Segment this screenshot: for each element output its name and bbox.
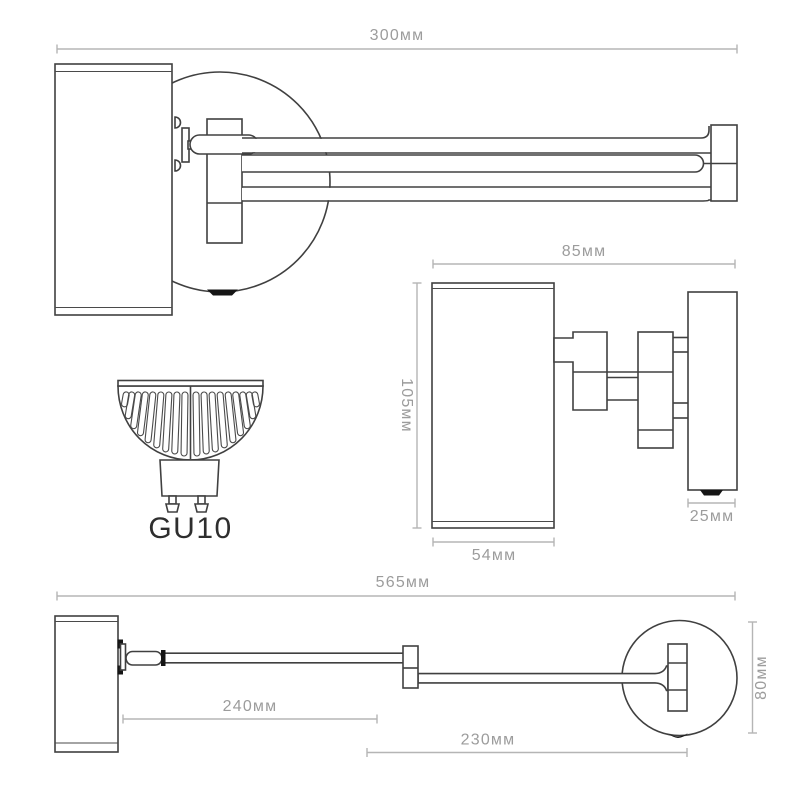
wall-bracket-top [710, 124, 738, 202]
pivot-assembly-front [117, 639, 166, 675]
dimension-label-80: 80мм [753, 655, 770, 700]
arm-knuckle [637, 331, 674, 449]
dimension-label-25: 25мм [690, 508, 735, 525]
dimension-label-240: 240мм [223, 698, 278, 715]
side-view: 85мм 105мм [398, 243, 738, 564]
dimension-label-300: 300мм [370, 27, 425, 44]
switch-mark-top [207, 289, 238, 296]
switch-mark-front [667, 733, 688, 738]
dimension-85: 85мм [432, 243, 736, 269]
lamp-head-front [54, 615, 119, 753]
bulb-reflector-slots [121, 391, 260, 457]
elbow-joint [402, 645, 419, 689]
switch-mark-side [700, 490, 723, 496]
pivot-barrel-front [125, 650, 163, 666]
extended-view: 565мм [54, 574, 770, 757]
bulb-base [159, 459, 220, 497]
screw-head-icon [174, 116, 182, 129]
lamp-head-side [431, 282, 555, 529]
pivot-assembly-top [174, 116, 259, 244]
dimension-80: 80мм [748, 621, 770, 734]
swing-arms-top [242, 126, 737, 202]
arm-inner [165, 652, 403, 664]
wall-plate-side [687, 291, 738, 496]
screw-head-icon [174, 159, 182, 172]
dimension-label-105: 105мм [398, 378, 415, 433]
dimension-105: 105мм [398, 282, 422, 529]
gu10-label: GU10 [148, 512, 232, 545]
dimension-230: 230мм [366, 732, 688, 757]
dimension-label-230: 230мм [461, 732, 516, 749]
gu10-pins [164, 495, 210, 513]
dimension-label-85: 85мм [562, 243, 607, 260]
dimension-label-54: 54мм [472, 547, 517, 564]
gu10-bulb: GU10 [117, 379, 264, 545]
lamp-head-top [54, 63, 173, 316]
bulb-rim [117, 379, 264, 387]
dimension-240: 240мм [122, 698, 378, 724]
arm-linkage-side [553, 331, 688, 449]
dimension-label-565: 565мм [376, 574, 431, 591]
dimension-300: 300мм [56, 27, 738, 54]
wall-bracket-front [667, 643, 688, 712]
dimension-54: 54мм [432, 537, 555, 564]
dimension-25: 25мм [687, 498, 736, 525]
top-view: 300мм [54, 27, 738, 316]
dimension-565: 565мм [56, 574, 736, 601]
